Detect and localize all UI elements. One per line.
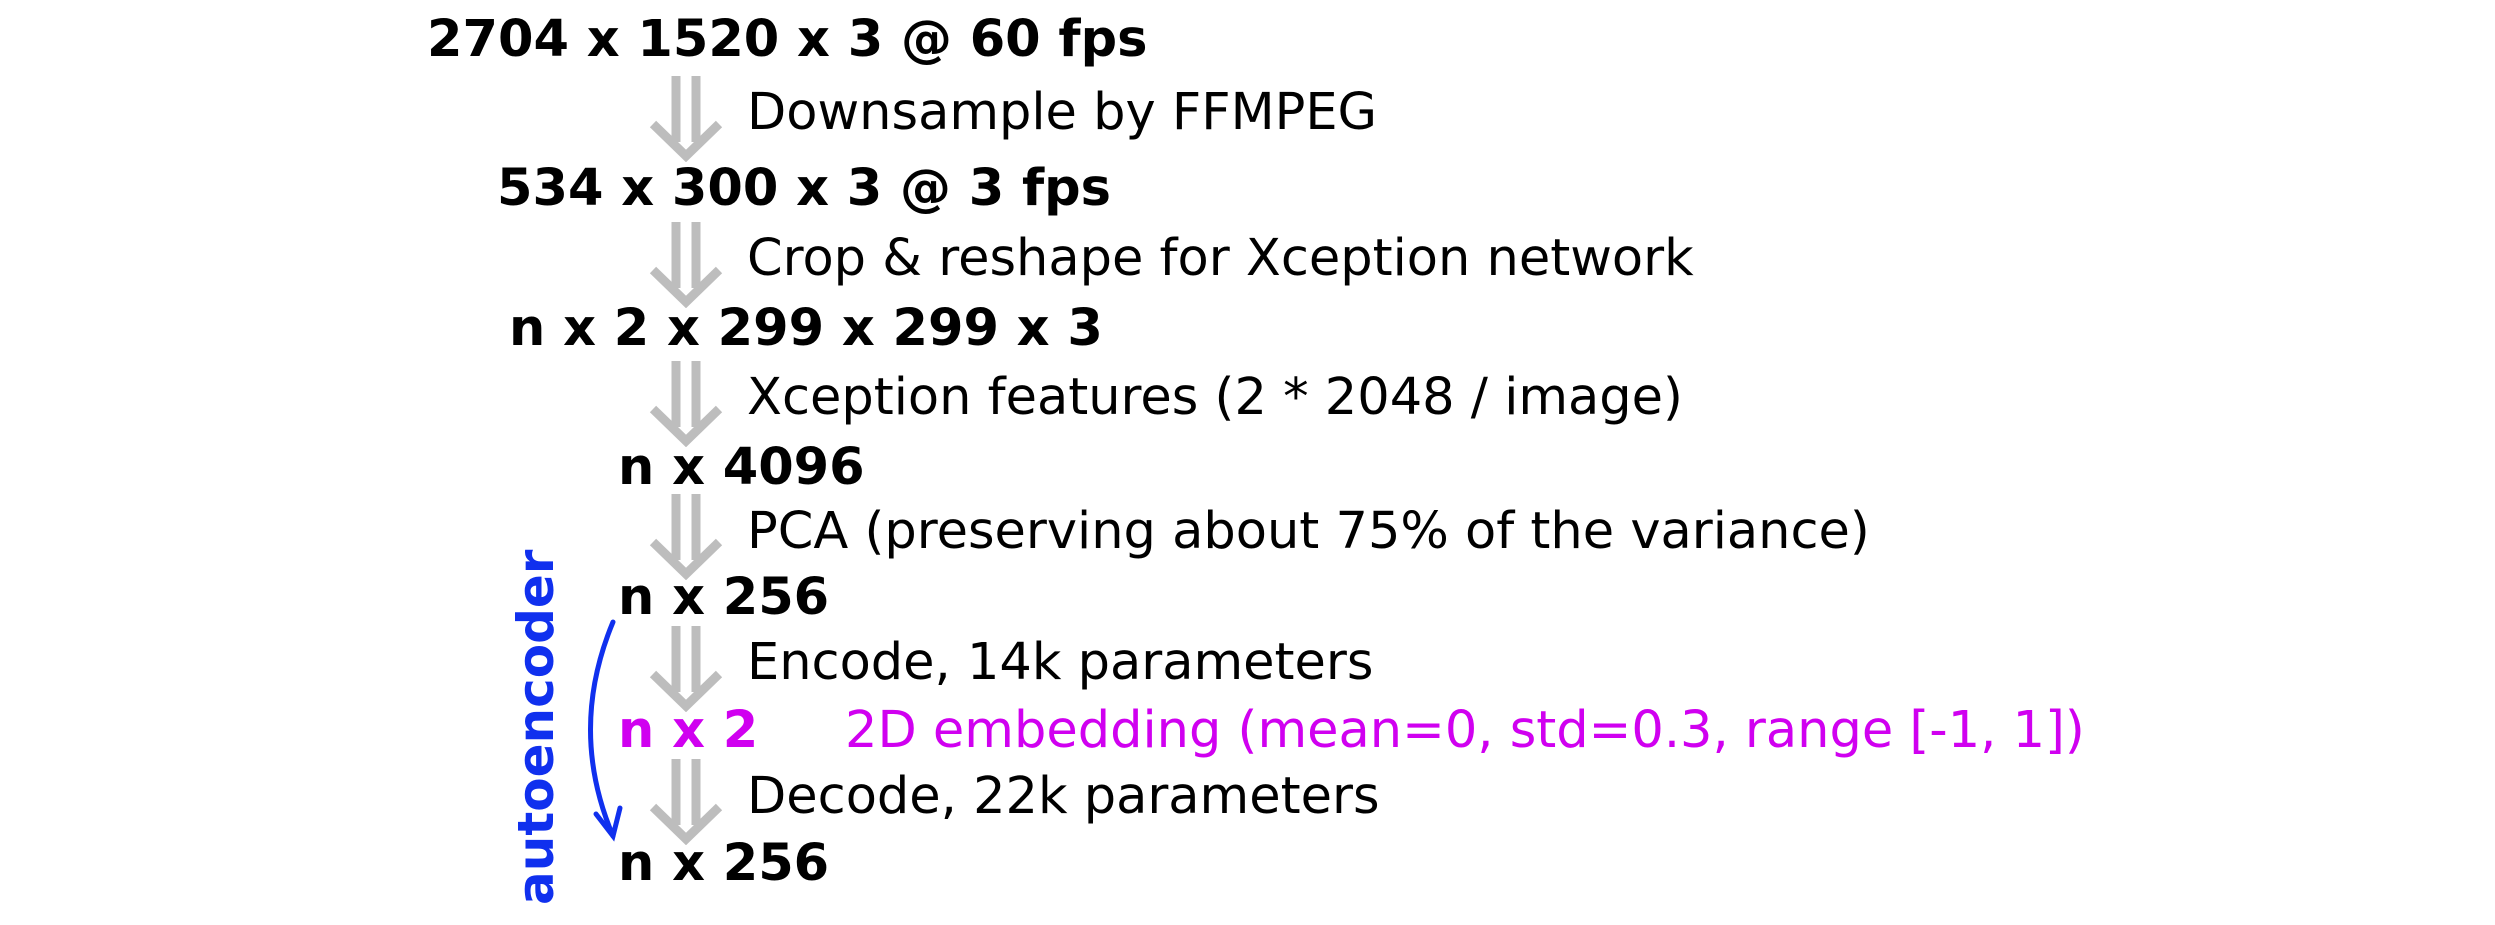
double-down-arrow-icon <box>649 626 723 712</box>
step-pca: PCA (preserving about 75% of the varianc… <box>747 502 1870 561</box>
double-down-arrow-icon <box>649 361 723 447</box>
shape-input-video: 2704 x 1520 x 3 @ 60 fps <box>427 10 1148 69</box>
shape-downsampled-video: 534 x 300 x 3 @ 3 fps <box>497 159 1112 218</box>
double-down-arrow-icon <box>649 222 723 308</box>
step-decode: Decode, 22k parameters <box>747 767 1380 826</box>
shape-xception-features: n x 4096 <box>618 438 865 497</box>
double-down-arrow-icon <box>649 494 723 580</box>
double-down-arrow-icon <box>649 759 723 845</box>
step-encode: Encode, 14k parameters <box>747 633 1374 692</box>
shape-decoded-output: n x 256 <box>618 834 830 893</box>
step-xception-features: Xception features (2 * 2048 / image) <box>747 368 1683 427</box>
shape-cropped-images: n x 2 x 299 x 299 x 3 <box>509 299 1103 358</box>
double-down-arrow-icon <box>649 76 723 162</box>
shape-pca-output: n x 256 <box>618 568 830 627</box>
embedding-note: 2D embedding (mean=0, std=0.3, range [-1… <box>845 701 2085 760</box>
shape-embedding: n x 2 <box>618 701 759 760</box>
step-downsample: Downsample by FFMPEG <box>747 83 1378 142</box>
step-crop-reshape: Crop & reshape for Xception network <box>747 229 1694 288</box>
